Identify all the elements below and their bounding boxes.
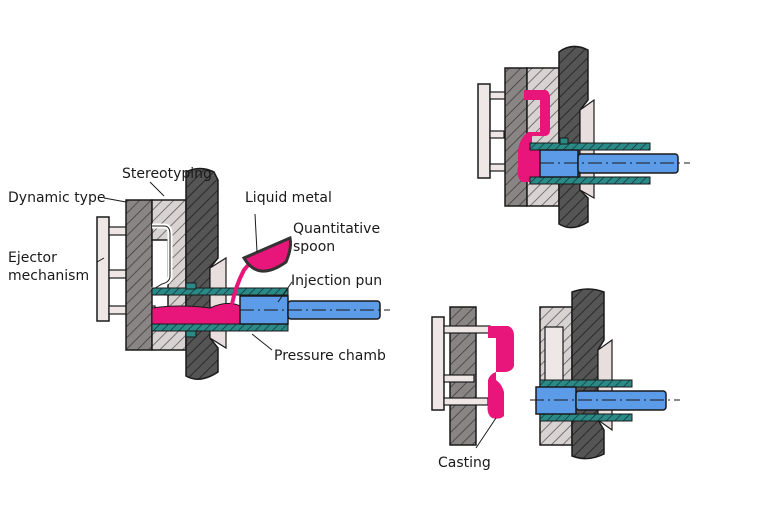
- ejector-pin: [489, 130, 505, 139]
- quantitative-spoon: [241, 235, 292, 273]
- stage-pouring: Stereotyping Dynamic type Ejector mechan…: [8, 166, 390, 380]
- casting-metal: [517, 90, 550, 182]
- label-stereotyping: Stereotyping: [122, 166, 212, 182]
- label-ejector-line1: Ejector: [8, 250, 57, 266]
- ejector-plate: [431, 316, 445, 411]
- label-spoon-line1: Quantitative: [293, 221, 380, 237]
- ejector-pin: [443, 374, 475, 383]
- label-liquid-metal: Liquid metal: [245, 190, 332, 206]
- pressure-chamber-top: [151, 287, 289, 296]
- ejector-pin: [443, 397, 489, 406]
- label-spoon-line2: spoon: [293, 239, 335, 255]
- pressure-chamber-bottom: [151, 323, 289, 332]
- label-ejector-line2: mechanism: [8, 268, 89, 284]
- label-injection-punch: Injection pun: [291, 273, 382, 289]
- label-casting: Casting: [438, 455, 491, 471]
- ejector-plate: [477, 83, 491, 179]
- casting: [487, 326, 514, 419]
- liquid-metal-chamber: [151, 302, 251, 325]
- moving-die: [125, 199, 153, 351]
- stage-ejection: Casting: [431, 288, 680, 471]
- ejector-plate: [96, 216, 110, 322]
- label-dynamic-type: Dynamic type: [8, 190, 105, 206]
- ejector-pin: [443, 325, 491, 334]
- label-pressure-chamber: Pressure chamb: [274, 348, 386, 364]
- stage-injection: [477, 45, 690, 229]
